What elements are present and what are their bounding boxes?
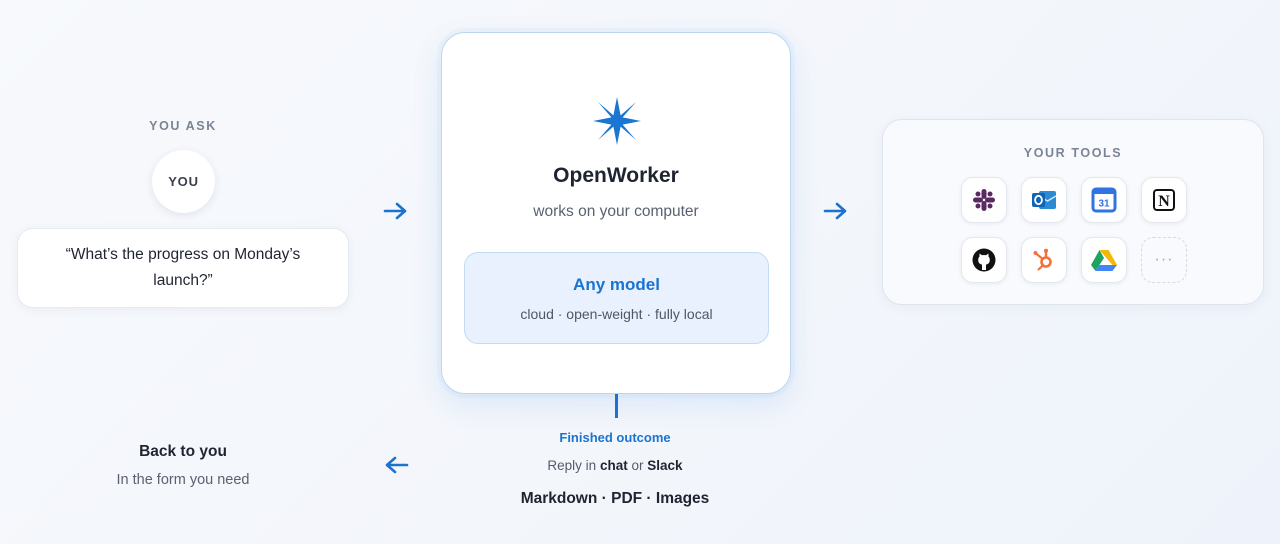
notion-icon: N [1141,177,1187,223]
reply-or: or [631,458,644,473]
more-icon: ··· [1141,237,1187,283]
you-avatar: YOU [152,150,215,213]
you-ask-label: YOU ASK [149,119,217,133]
openworker-card: OpenWorker works on your computer Any mo… [441,32,791,394]
hubspot-icon [1021,237,1067,283]
reply-prefix: Reply in [547,458,597,473]
arrow-right-icon [383,201,409,221]
model-subtitle: cloud · open-weight · fully local [520,306,713,322]
back-title: Back to you [139,443,227,460]
google-drive-icon [1081,237,1127,283]
tools-card: YOUR TOOLS [882,119,1264,305]
notion-letter: N [1158,193,1170,210]
outcome-formats: Markdown · PDF · Images [520,490,710,507]
google-calendar-icon: 31 [1081,177,1127,223]
back-subtitle: In the form you need [116,472,250,488]
connector-line [615,394,618,418]
outcome-reply: Reply in chat or Slack [470,458,760,473]
slack-icon [961,177,1007,223]
star-icon [591,95,643,147]
arrow-left-icon [383,455,409,475]
tools-label: YOUR TOOLS [1023,146,1123,160]
reply-slack: Slack [647,458,683,473]
question-bubble: “What’s the progress on Monday’s launch?… [17,228,349,308]
model-title: Any model [573,275,660,294]
arrow-right-icon [823,201,849,221]
model-box: Any model cloud · open-weight · fully lo… [464,252,769,344]
calendar-day-text: 31 [1098,199,1110,210]
outlook-icon [1021,177,1067,223]
outcome-label: Finished outcome [559,430,671,445]
github-icon [961,237,1007,283]
core-subtitle: works on your computer [533,203,699,220]
core-title: OpenWorker [553,164,679,187]
reply-chat: chat [599,458,628,473]
